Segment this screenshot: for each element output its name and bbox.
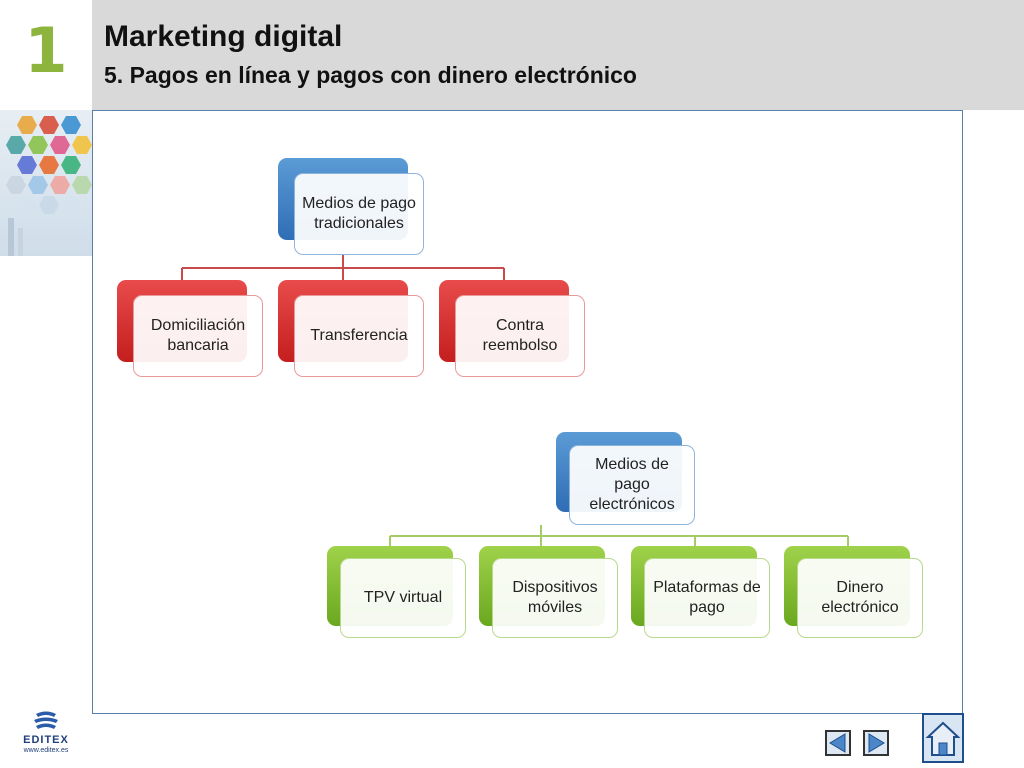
node-domiciliacion-bancaria: Domiciliación bancaria [133,295,263,377]
editex-logo-icon [34,711,58,729]
editex-logo: EDITEX www.editex.es [18,710,74,758]
slide-title: Marketing digital [104,20,343,53]
chapter-number: 1 [24,14,68,87]
home-button[interactable] [922,713,964,763]
slide-subtitle: 5. Pagos en línea y pagos con dinero ele… [104,62,637,88]
hexagon-icons-illustration [6,116,92,256]
electronic-root-node: Medios de pago electrónicos [569,445,695,525]
logo-text: EDITEX [23,734,69,746]
next-slide-button[interactable] [863,730,889,756]
arrow-right-icon [868,733,885,753]
home-icon [925,721,961,756]
arrow-left-icon [829,733,846,753]
traditional-root-node: Medios de pago tradicionales [294,173,424,255]
chapter-box: 1 [0,0,92,110]
logo-url: www.editex.es [23,747,69,754]
node-dinero-electronico: Dinero electrónico [797,558,923,638]
node-contra-reembolso: Contra reembolso [455,295,585,377]
node-tpv-virtual: TPV virtual [340,558,466,638]
slide-header [0,0,1024,110]
node-dispositivos-moviles: Dispositivos móviles [492,558,618,638]
decorative-hexagon-image [0,110,92,256]
previous-slide-button[interactable] [825,730,851,756]
node-transferencia: Transferencia [294,295,424,377]
node-plataformas-de-pago: Plataformas de pago [644,558,770,638]
